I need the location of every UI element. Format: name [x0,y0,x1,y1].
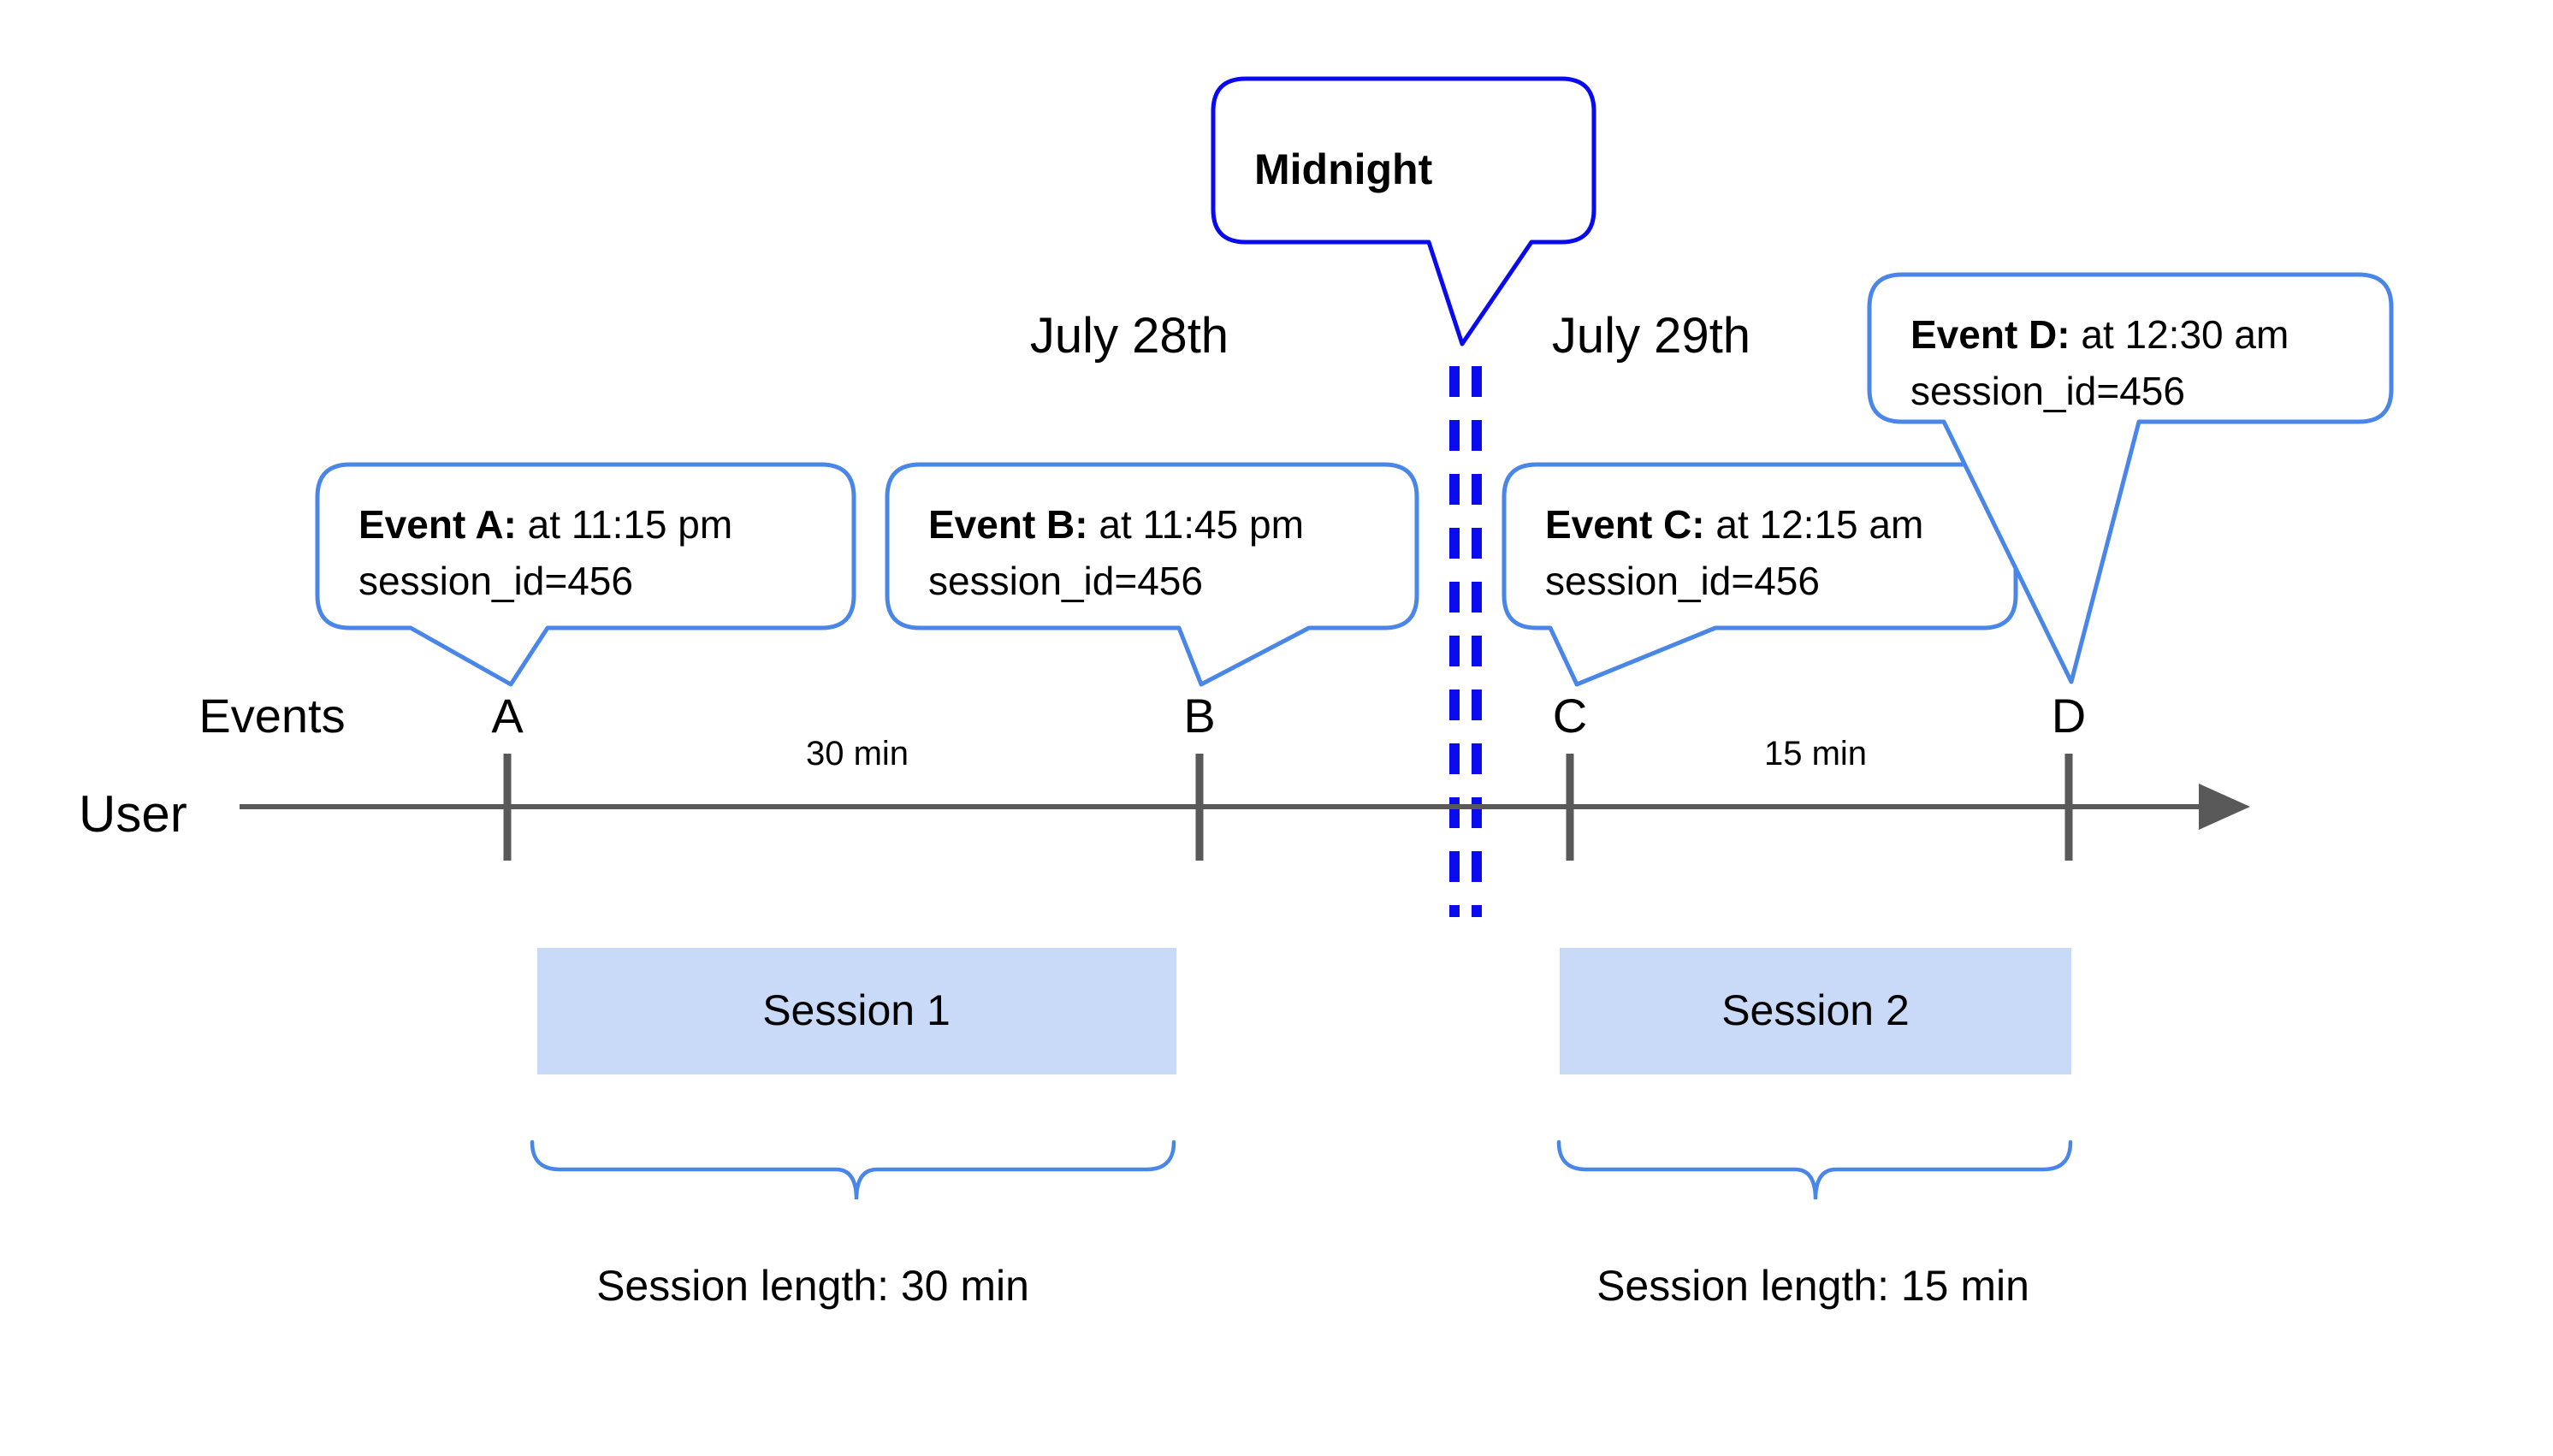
timeline-arrowhead-icon [2199,784,2250,830]
date-label-july-29: July 29th [1552,308,1750,364]
event-d-callout-line2: session_id=456 [1910,369,2185,413]
events-row-label: Events [198,689,345,743]
gap-label-cd: 15 min [1764,735,1867,772]
session-1-length-label: Session length: 30 min [596,1262,1029,1310]
gap-label-ab: 30 min [806,735,909,772]
date-label-july-28: July 28th [1030,308,1229,364]
midnight-callout: Midnight [1211,76,1596,346]
event-letter-d: D [2052,689,2086,743]
event-b-callout-bubble [885,462,1419,687]
session-2-length-label: Session length: 15 min [1596,1262,2029,1310]
session-2-rect [1560,948,2071,1074]
event-b-callout-line2: session_id=456 [928,559,1203,603]
session-2-label: Session 2 [1721,986,1910,1034]
event-letter-a: A [491,689,524,743]
user-row-label: User [79,785,187,843]
session-1-box: Session 1 [537,948,1176,1074]
session-2-box: Session 2 [1560,948,2071,1074]
event-a-callout-line2: session_id=456 [358,559,633,603]
event-c-callout: Event C: at 12:15 am session_id=456 [1502,462,2018,687]
event-c-callout-line2: session_id=456 [1545,559,1820,603]
event-d-callout-line1: Event D: at 12:30 am [1910,312,2289,357]
event-letter-c: C [1553,689,1587,743]
event-a-callout-bubble [315,462,856,687]
event-d-callout: Event D: at 12:30 am session_id=456 [1867,272,2394,684]
midnight-dashed-line [1449,366,1482,917]
event-d-callout-bubble [1867,272,2394,684]
event-c-callout-line1: Event C: at 12:15 am [1545,502,1923,547]
session-1-brace [530,1139,1176,1200]
event-a-callout-line1: Event A: at 11:15 pm [358,502,732,547]
event-b-callout: Event B: at 11:45 pm session_id=456 [885,462,1419,687]
timeline-axis [240,754,2250,861]
event-b-callout-line1: Event B: at 11:45 pm [928,502,1304,547]
event-letter-b: B [1183,689,1215,743]
event-a-callout: Event A: at 11:15 pm session_id=456 [315,462,856,687]
midnight-callout-bubble [1211,76,1596,346]
midnight-callout-label: Midnight [1254,145,1433,193]
session-1-rect [537,948,1176,1074]
session-2-brace [1556,1139,2073,1200]
session-1-label: Session 1 [762,986,951,1034]
